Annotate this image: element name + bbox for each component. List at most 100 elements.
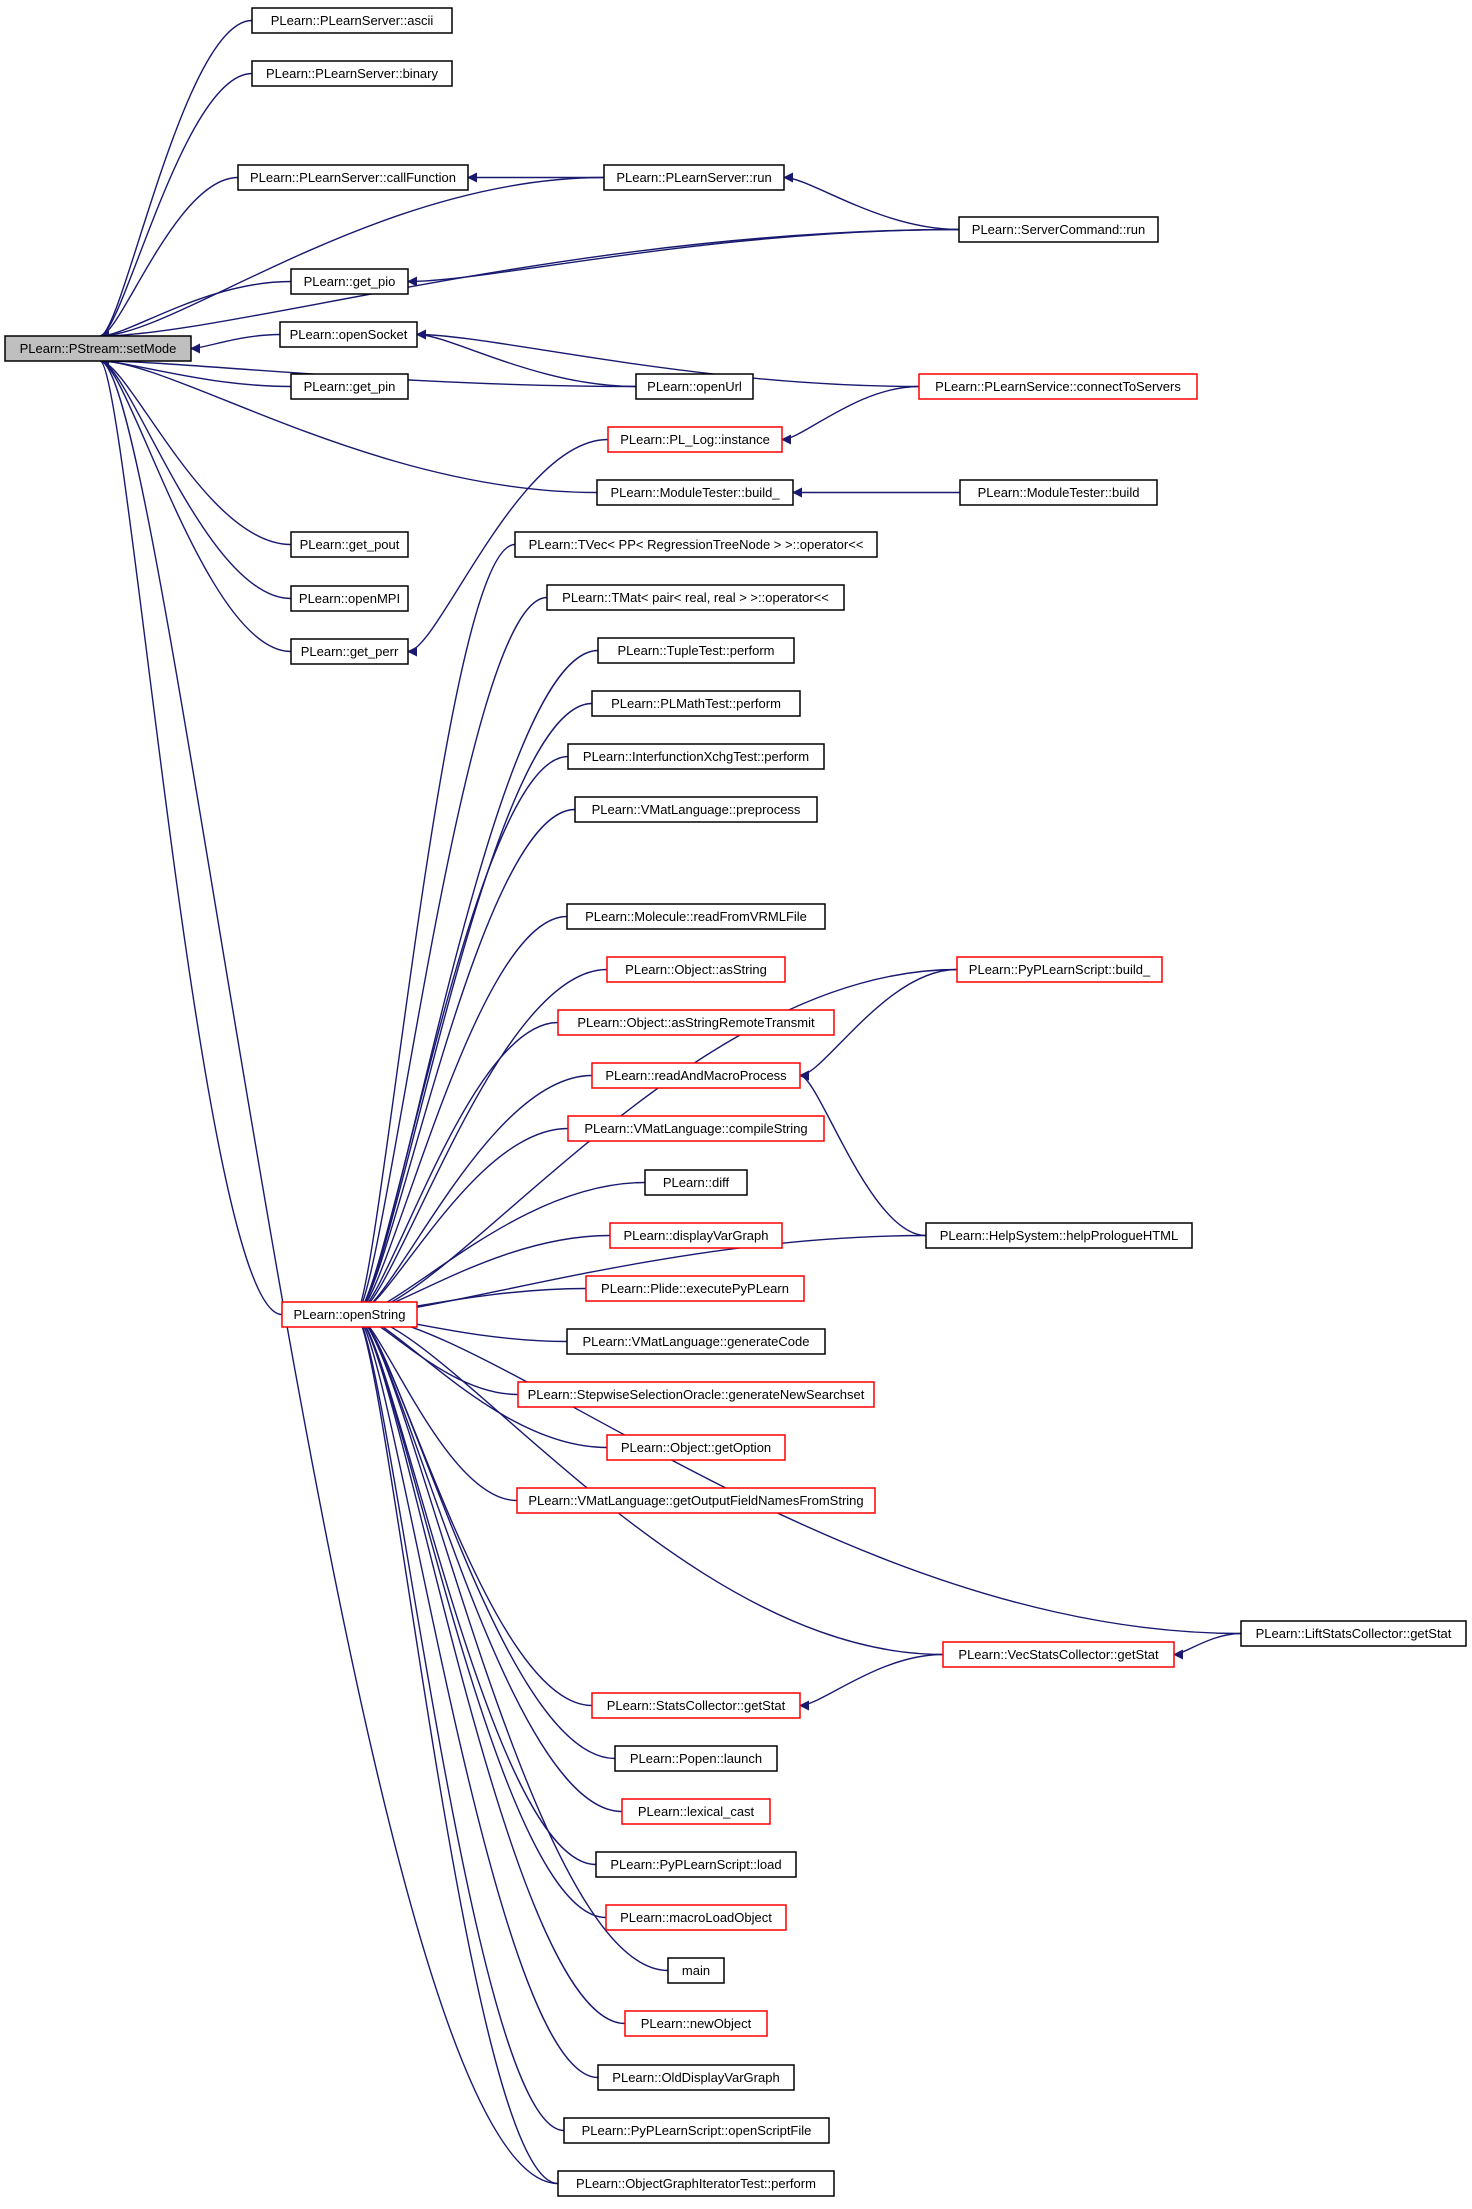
edge-tmat-to-openString xyxy=(354,596,548,1320)
node-get_pin[interactable]: PLearn::get_pin xyxy=(290,373,409,400)
node-box xyxy=(959,479,1158,506)
node-label: PLearn::LiftStatsCollector::getStat xyxy=(1256,1626,1452,1641)
node-get_perr[interactable]: PLearn::get_perr xyxy=(290,638,409,665)
node-box xyxy=(609,1222,783,1249)
node-label: PLearn::StatsCollector::getStat xyxy=(607,1698,786,1713)
node-openMPI[interactable]: PLearn::openMPI xyxy=(290,585,409,612)
node-box xyxy=(574,796,818,823)
node-get_pout[interactable]: PLearn::get_pout xyxy=(290,531,409,558)
node-asStr[interactable]: PLearn::Object::asString xyxy=(606,956,786,983)
node-label: PLearn::TMat< pair< real, real > >::oper… xyxy=(562,590,829,605)
node-lexcast[interactable]: PLearn::lexical_cast xyxy=(621,1798,771,1825)
node-macroLoad[interactable]: PLearn::macroLoadObject xyxy=(605,1904,787,1931)
node-plinst[interactable]: PLearn::PL_Log::instance xyxy=(607,426,783,453)
node-label: PLearn::Object::asString xyxy=(625,962,767,977)
node-openString[interactable]: PLearn::openString xyxy=(281,1301,418,1328)
node-newObj[interactable]: PLearn::newObject xyxy=(624,2010,768,2037)
node-setMode[interactable]: PLearn::PStream::setMode xyxy=(4,335,192,362)
node-label: main xyxy=(682,1963,710,1978)
edge-tvec-to-openString xyxy=(354,543,516,1320)
edge-compile-to-openString xyxy=(354,1127,569,1320)
node-label: PLearn::PLearnServer::callFunction xyxy=(250,170,456,185)
node-label: PLearn::ObjectGraphIteratorTest::perform xyxy=(576,2176,816,2191)
node-outfield[interactable]: PLearn::VMatLanguage::getOutputFieldName… xyxy=(516,1487,876,1514)
node-openSocket[interactable]: PLearn::openSocket xyxy=(279,321,418,348)
node-callFunction[interactable]: PLearn::PLearnServer::callFunction xyxy=(237,164,469,191)
node-box xyxy=(607,426,783,453)
edge-pybuild-to-openString xyxy=(354,968,958,1320)
node-help[interactable]: PLearn::HelpSystem::helpPrologueHTML xyxy=(925,1222,1193,1249)
node-box xyxy=(591,1062,801,1089)
node-molec[interactable]: PLearn::Molecule::readFromVRMLFile xyxy=(566,903,826,930)
node-label: PLearn::PLearnServer::run xyxy=(616,170,771,185)
node-box xyxy=(290,373,409,400)
node-box xyxy=(546,584,845,611)
node-interf[interactable]: PLearn::InterfunctionXchgTest::perform xyxy=(567,743,825,770)
node-pyload[interactable]: PLearn::PyPLearnScript::load xyxy=(595,1851,797,1878)
node-box xyxy=(237,164,469,191)
node-stepwise[interactable]: PLearn::StepwiseSelectionOracle::generat… xyxy=(517,1381,875,1408)
node-openUrl[interactable]: PLearn::openUrl xyxy=(635,373,754,400)
node-box xyxy=(595,1851,797,1878)
node-get_pio[interactable]: PLearn::get_pio xyxy=(290,268,409,295)
edge-lift-to-vecstat xyxy=(1173,1632,1242,1660)
edge-openSocket-to-setMode xyxy=(190,333,281,354)
node-pyopen[interactable]: PLearn::PyPLearnScript::openScriptFile xyxy=(563,2117,830,2144)
node-tuple[interactable]: PLearn::TupleTest::perform xyxy=(597,637,795,664)
node-binary[interactable]: PLearn::PLearnServer::binary xyxy=(251,60,453,87)
node-vmpre[interactable]: PLearn::VMatLanguage::preprocess xyxy=(574,796,818,823)
node-label: PLearn::Plide::executePyPLearn xyxy=(601,1281,789,1296)
node-label: PLearn::Molecule::readFromVRMLFile xyxy=(585,909,807,924)
node-label: PLearn::openUrl xyxy=(647,379,742,394)
node-tvec[interactable]: PLearn::TVec< PP< RegressionTreeNode > >… xyxy=(514,531,878,558)
node-gencode[interactable]: PLearn::VMatLanguage::generateCode xyxy=(566,1328,826,1355)
node-getOpt[interactable]: PLearn::Object::getOption xyxy=(606,1434,786,1461)
node-main[interactable]: main xyxy=(667,1957,725,1984)
node-label: PLearn::PLearnServer::ascii xyxy=(271,13,434,28)
node-ogit[interactable]: PLearn::ObjectGraphIteratorTest::perform xyxy=(557,2170,835,2197)
node-label: PLearn::Object::getOption xyxy=(621,1440,771,1455)
node-oldDisp[interactable]: PLearn::OldDisplayVarGraph xyxy=(597,2064,795,2091)
node-plide[interactable]: PLearn::Plide::executePyPLearn xyxy=(585,1275,805,1302)
node-mtbuild[interactable]: PLearn::ModuleTester::build xyxy=(959,479,1158,506)
node-lift[interactable]: PLearn::LiftStatsCollector::getStat xyxy=(1240,1620,1467,1647)
node-vecstat[interactable]: PLearn::VecStatsCollector::getStat xyxy=(942,1641,1175,1668)
node-cmdRun[interactable]: PLearn::ServerCommand::run xyxy=(958,216,1159,243)
node-mtbuild_[interactable]: PLearn::ModuleTester::build_ xyxy=(596,479,794,506)
node-label: PLearn::get_pin xyxy=(304,379,396,394)
node-srvRun[interactable]: PLearn::PLearnServer::run xyxy=(603,164,785,191)
node-box xyxy=(279,321,418,348)
node-box xyxy=(597,637,795,664)
edge-popen-to-openString xyxy=(354,1309,616,1760)
node-dispVG[interactable]: PLearn::displayVarGraph xyxy=(609,1222,783,1249)
node-box xyxy=(918,373,1198,400)
edge-newObj-to-openString xyxy=(354,1309,626,2025)
node-readMacro[interactable]: PLearn::readAndMacroProcess xyxy=(591,1062,801,1089)
node-popen[interactable]: PLearn::Popen::launch xyxy=(614,1745,778,1772)
node-diff[interactable]: PLearn::diff xyxy=(644,1169,748,1196)
node-statcol[interactable]: PLearn::StatsCollector::getStat xyxy=(591,1692,801,1719)
node-label: PLearn::get_pout xyxy=(300,537,400,552)
edge-mtbuild_-to-setMode xyxy=(99,356,598,494)
node-plmath[interactable]: PLearn::PLMathTest::perform xyxy=(591,690,801,717)
node-label: PLearn::PL_Log::instance xyxy=(620,432,770,447)
node-label: PLearn::TupleTest::perform xyxy=(617,643,774,658)
node-label: PLearn::openString xyxy=(293,1307,405,1322)
node-compile[interactable]: PLearn::VMatLanguage::compileString xyxy=(567,1115,825,1142)
node-label: PLearn::get_pio xyxy=(304,274,396,289)
node-box xyxy=(290,268,409,295)
edge-ogit-to-setMode xyxy=(99,356,559,2185)
node-label: PLearn::VecStatsCollector::getStat xyxy=(958,1647,1159,1662)
node-ascii[interactable]: PLearn::PLearnServer::ascii xyxy=(251,7,453,34)
node-label: PLearn::PyPLearnScript::build_ xyxy=(969,962,1151,977)
node-pybuild[interactable]: PLearn::PyPLearnScript::build_ xyxy=(956,956,1163,983)
node-connect[interactable]: PLearn::PLearnService::connectToServers xyxy=(918,373,1198,400)
node-box xyxy=(566,1328,826,1355)
node-tmat[interactable]: PLearn::TMat< pair< real, real > >::oper… xyxy=(546,584,845,611)
node-asStrRT[interactable]: PLearn::Object::asStringRemoteTransmit xyxy=(557,1009,835,1036)
edge-cmdRun-to-setMode xyxy=(99,228,960,341)
edge-ogit-to-openString xyxy=(354,1309,559,2185)
edge-asStrRT-to-openString xyxy=(354,1021,559,1320)
node-label: PLearn::VMatLanguage::preprocess xyxy=(592,802,801,817)
